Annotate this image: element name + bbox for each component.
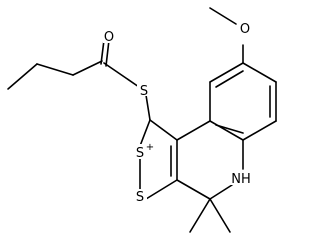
amine-nh-label: NH: [231, 172, 251, 187]
bond-c4-methyl-b: [209, 198, 231, 233]
bond-carbonyl-double-2: [105, 39, 110, 67]
bond-methoxy-o-ch3: [209, 7, 237, 25]
bond-c4-methyl-a: [189, 198, 211, 233]
bond-carbonyl-double-1: [100, 39, 105, 65]
bond-ch2-carbonyl: [72, 60, 103, 76]
bond-c9b-c9a: [176, 120, 211, 141]
bond-c3a-s3: [145, 179, 178, 200]
bond-ch3-ch2: [7, 63, 38, 90]
bond-carbonyl-sulfur: [103, 62, 140, 88]
bond-c9a-c5a: [209, 120, 244, 141]
bond-c1-c9b: [149, 119, 178, 141]
bond-c6-c5a: [242, 120, 277, 141]
cation-charge-label: +: [146, 142, 154, 153]
bond-ch2-ch2: [36, 63, 74, 76]
bond-c9-c8: [209, 62, 244, 83]
methoxy-oxygen-label: O: [240, 22, 250, 37]
bond-sulfur-ring-carbon: [145, 94, 151, 121]
butanoyl-chain: [7, 39, 151, 121]
chemical-structure: O O S S + S NH: [7, 7, 277, 233]
bond-c8-c7: [242, 62, 277, 83]
bond-n-c4: [209, 184, 233, 200]
thioester-sulfur-label: S: [140, 84, 148, 99]
atom-labels: O O S S + S NH: [103, 22, 252, 205]
bond-inner-c5a-c9a: [215, 124, 244, 134]
bond-c4-c3a: [176, 179, 211, 200]
carbonyl-oxygen-label: O: [104, 30, 114, 45]
ring-sulfur-cation-label: S: [136, 146, 144, 161]
bond-inner-c9-c8: [215, 70, 244, 88]
dihydroquinoline-ring: [176, 120, 244, 233]
benzene-ring: [209, 7, 277, 141]
ring-sulfur-label: S: [136, 190, 144, 205]
dithiolium-ring: [139, 119, 178, 200]
bond-s2-c1: [139, 119, 151, 147]
